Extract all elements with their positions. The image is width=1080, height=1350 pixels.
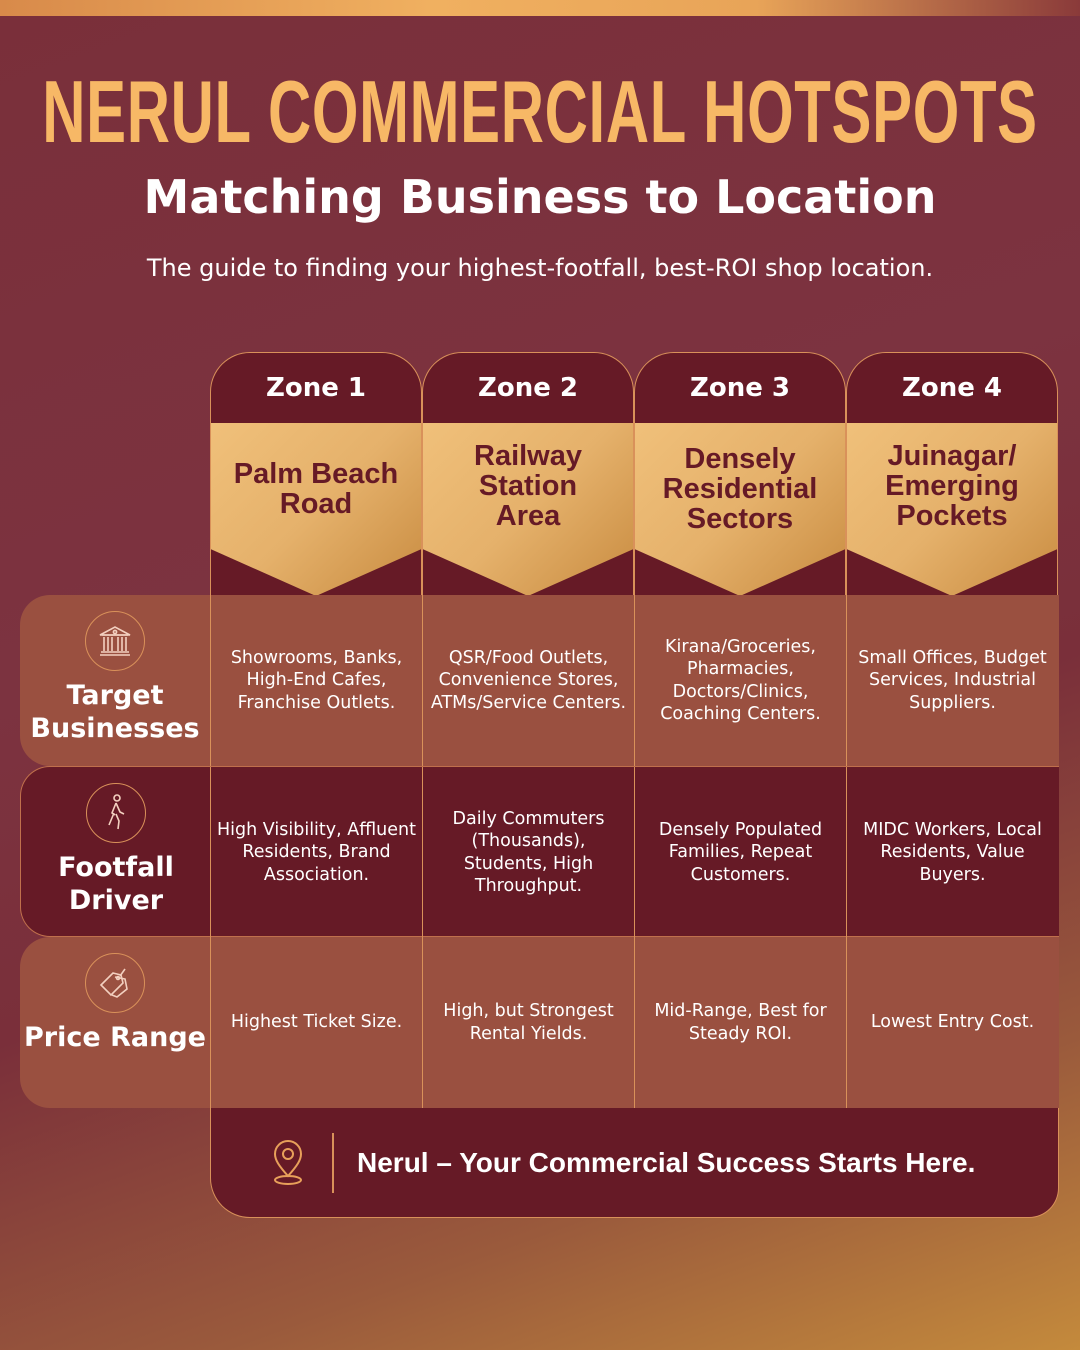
table-cell: Lowest Entry Cost. [846, 937, 1058, 1108]
table-cell: MIDC Workers, Local Residents, Value Buy… [846, 767, 1058, 938]
tagline: The guide to finding your highest-footfa… [146, 254, 934, 282]
zone-location: Juinagar/ Emerging Pockets [885, 440, 1019, 532]
table-cell: Highest Ticket Size. [210, 937, 422, 1108]
footer-text: Nerul – Your Commercial Success Starts H… [357, 1147, 976, 1178]
zone-column-4: Zone 4 Juinagar/ Emerging Pockets [846, 352, 1058, 595]
table-cell: High Visibility, Affluent Residents, Bra… [210, 767, 422, 938]
row-label: Target Businesses [30, 680, 200, 744]
zone-banner: Railway Station Area [423, 423, 633, 595]
zone-column-1: Zone 1 Palm Beach Road [210, 352, 422, 595]
table-cell: Mid-Range, Best for Steady ROI. [634, 937, 846, 1108]
walking-person-icon [86, 783, 146, 843]
table-cell: High, but Strongest Rental Yields. [422, 937, 634, 1108]
location-pin-icon [271, 1140, 305, 1190]
zone-column-3: Zone 3 Densely Residential Sectors [634, 352, 846, 595]
zone-banner: Densely Residential Sectors [635, 423, 845, 595]
footer-banner: Nerul – Your Commercial Success Starts H… [210, 1108, 1059, 1218]
bank-icon [85, 611, 145, 671]
zone-banner: Juinagar/ Emerging Pockets [847, 423, 1057, 595]
zone-location: Railway Station Area [474, 440, 582, 532]
top-accent-bar [0, 0, 1080, 16]
page-title: NERUL COMMERCIAL HOTSPOTS [42, 62, 1038, 161]
page-subtitle: Matching Business to Location [143, 170, 937, 224]
table-cell: Showrooms, Banks, High-End Cafes, Franch… [210, 595, 422, 766]
zone-banner: Palm Beach Road [211, 423, 421, 595]
table-cell: QSR/Food Outlets, Convenience Stores, AT… [422, 595, 634, 766]
price-tag-icon [85, 953, 145, 1013]
row-label: Footfall Driver [58, 852, 174, 916]
zone-column-2: Zone 2 Railway Station Area [422, 352, 634, 595]
table-cell: Kirana/Groceries, Pharmacies, Doctors/Cl… [634, 595, 846, 766]
row-header: Target Businesses [20, 595, 210, 766]
row-price-range: Price Range Highest Ticket Size. High, b… [20, 937, 1059, 1108]
divider [332, 1133, 334, 1193]
zone-label: Zone 3 [689, 373, 790, 403]
table-cell: Small Offices, Budget Services, Industri… [846, 595, 1058, 766]
table-cell: Densely Populated Families, Repeat Custo… [634, 767, 846, 938]
zone-label: Zone 4 [901, 373, 1002, 403]
row-target-businesses: Target Businesses Showrooms, Banks, High… [20, 595, 1059, 766]
row-label: Price Range [24, 1022, 206, 1053]
zone-location: Densely Residential Sectors [662, 443, 818, 535]
row-header: Footfall Driver [21, 767, 211, 938]
table-cell: Daily Commuters (Thousands), Students, H… [422, 767, 634, 938]
zone-label: Zone 1 [265, 373, 366, 403]
zone-location: Palm Beach Road [233, 458, 399, 520]
row-footfall-driver: Footfall Driver High Visibility, Affluen… [20, 766, 1059, 938]
zone-label: Zone 2 [477, 373, 578, 403]
row-header: Price Range [20, 937, 210, 1108]
